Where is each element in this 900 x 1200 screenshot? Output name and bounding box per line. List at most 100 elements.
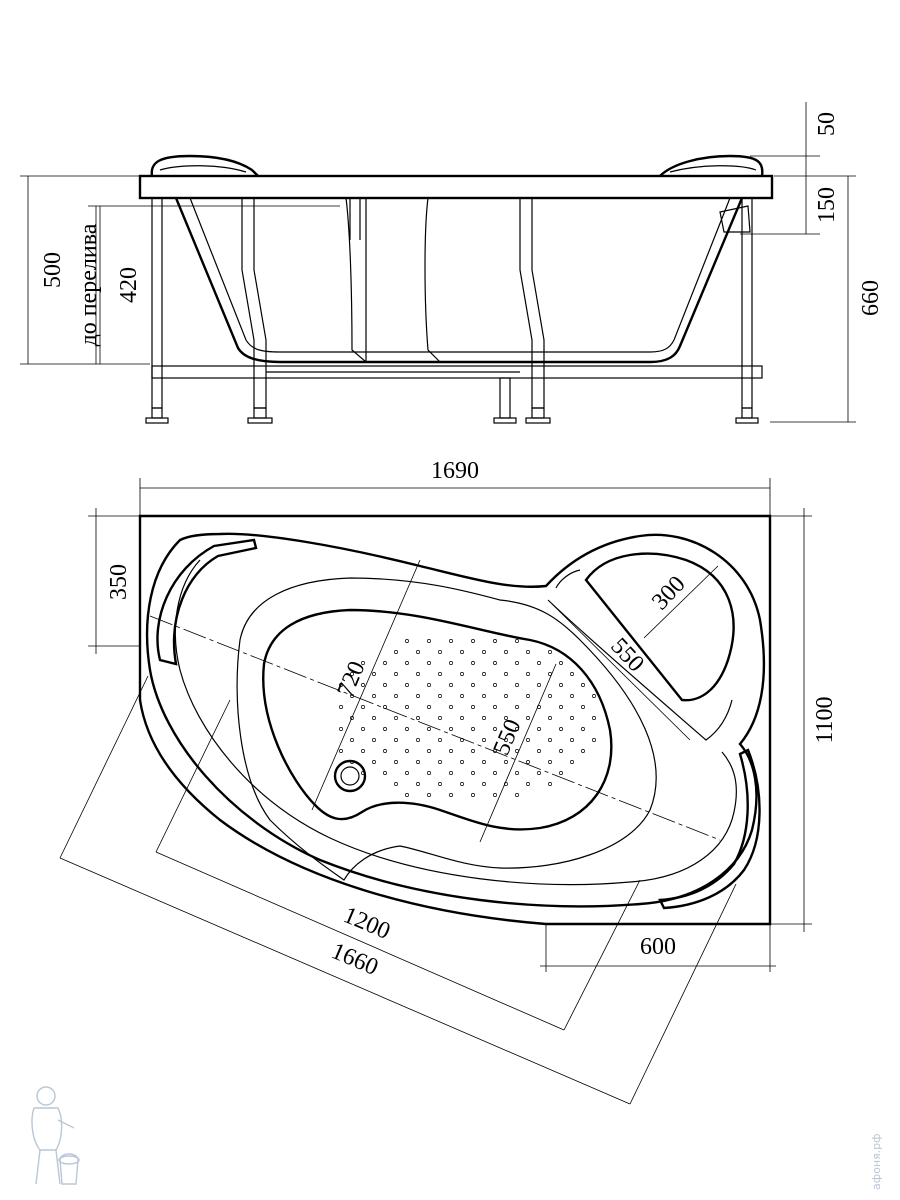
dim-500: 500 xyxy=(40,252,66,288)
jet-dot xyxy=(383,661,387,665)
jet-dot xyxy=(438,716,442,720)
jet-dot xyxy=(515,639,519,643)
jet-dot xyxy=(471,749,475,753)
jet-dot xyxy=(372,716,376,720)
jet-dot xyxy=(537,749,541,753)
jet-dot xyxy=(526,694,530,698)
dim-300: 300 xyxy=(647,571,691,615)
jet-dot xyxy=(537,683,541,687)
jet-dot xyxy=(416,782,420,786)
jet-dot xyxy=(526,672,530,676)
jet-dot xyxy=(493,727,497,731)
jet-dot xyxy=(405,727,409,731)
jet-dot xyxy=(405,705,409,709)
jet-dot xyxy=(361,705,365,709)
jet-dot xyxy=(559,661,563,665)
jet-dot xyxy=(515,727,519,731)
jet-dot xyxy=(438,738,442,742)
jet-dot xyxy=(394,782,398,786)
jet-dot xyxy=(559,727,563,731)
jet-dot xyxy=(460,694,464,698)
jet-dot xyxy=(416,672,420,676)
jet-dot xyxy=(449,661,453,665)
jet-dot xyxy=(383,727,387,731)
jet-dot xyxy=(427,749,431,753)
jet-dot xyxy=(438,672,442,676)
jet-dot xyxy=(493,683,497,687)
jet-dot xyxy=(504,694,508,698)
jet-dot xyxy=(449,705,453,709)
jet-dot xyxy=(471,639,475,643)
jet-dot xyxy=(592,716,596,720)
jet-dot xyxy=(482,782,486,786)
dim-50: 50 xyxy=(814,112,840,136)
jet-dot xyxy=(405,793,409,797)
top-view: 1690 1100 xyxy=(59,458,838,1105)
jet-dot xyxy=(493,661,497,665)
jet-dot xyxy=(449,727,453,731)
jet-dot xyxy=(504,716,508,720)
hydromassage-jets xyxy=(339,639,596,797)
jet-dot xyxy=(405,683,409,687)
jet-dot xyxy=(449,771,453,775)
jet-dot xyxy=(526,738,530,742)
jet-dot xyxy=(372,672,376,676)
jet-dot xyxy=(383,749,387,753)
jet-dot xyxy=(482,760,486,764)
jet-dot xyxy=(548,782,552,786)
jet-dot xyxy=(394,694,398,698)
jet-dot xyxy=(361,683,365,687)
jet-dot xyxy=(482,650,486,654)
dim-600: 600 xyxy=(640,934,676,960)
jet-dot xyxy=(427,705,431,709)
jet-dot xyxy=(504,672,508,676)
jet-dot xyxy=(526,650,530,654)
jet-dot xyxy=(405,639,409,643)
jet-dot xyxy=(361,749,365,753)
jet-dot xyxy=(515,771,519,775)
jet-dot xyxy=(405,749,409,753)
dim-550-seat: 550 xyxy=(605,633,649,677)
jet-dot xyxy=(504,760,508,764)
jet-dot xyxy=(570,694,574,698)
jet-dot xyxy=(416,650,420,654)
plumber-mascot-logo xyxy=(31,1086,80,1185)
jet-dot xyxy=(504,650,508,654)
dim-1690: 1690 xyxy=(431,458,479,484)
jet-dot xyxy=(493,771,497,775)
jet-dot xyxy=(471,661,475,665)
jet-dot xyxy=(570,738,574,742)
jet-dot xyxy=(460,650,464,654)
jet-dot xyxy=(559,771,563,775)
jet-dot xyxy=(504,738,508,742)
jet-dot xyxy=(493,705,497,709)
jet-dot xyxy=(449,639,453,643)
jet-dot xyxy=(405,661,409,665)
jet-dot xyxy=(548,760,552,764)
dim-overflow-note: до перелива xyxy=(76,223,102,346)
jet-dot xyxy=(394,738,398,742)
dim-420: 420 xyxy=(116,267,142,303)
jet-dot xyxy=(427,793,431,797)
jet-dot xyxy=(339,705,343,709)
jet-dot xyxy=(394,650,398,654)
jet-dot xyxy=(339,683,343,687)
dim-660: 660 xyxy=(858,280,884,316)
jet-dot xyxy=(526,782,530,786)
jet-dot xyxy=(394,716,398,720)
jet-dot xyxy=(515,661,519,665)
jet-dot xyxy=(438,650,442,654)
jet-dot xyxy=(416,716,420,720)
jet-dot xyxy=(482,694,486,698)
jet-dot xyxy=(548,650,552,654)
jet-dot xyxy=(570,760,574,764)
jet-dot xyxy=(383,771,387,775)
jet-dot xyxy=(383,683,387,687)
jet-dot xyxy=(427,727,431,731)
jet-dot xyxy=(548,694,552,698)
jet-dot xyxy=(471,683,475,687)
jet-dot xyxy=(482,716,486,720)
jet-dot xyxy=(449,793,453,797)
watermark: афоня.рф xyxy=(870,1133,883,1190)
side-view: 500 до перелива 420 50 150 660 xyxy=(20,102,884,424)
